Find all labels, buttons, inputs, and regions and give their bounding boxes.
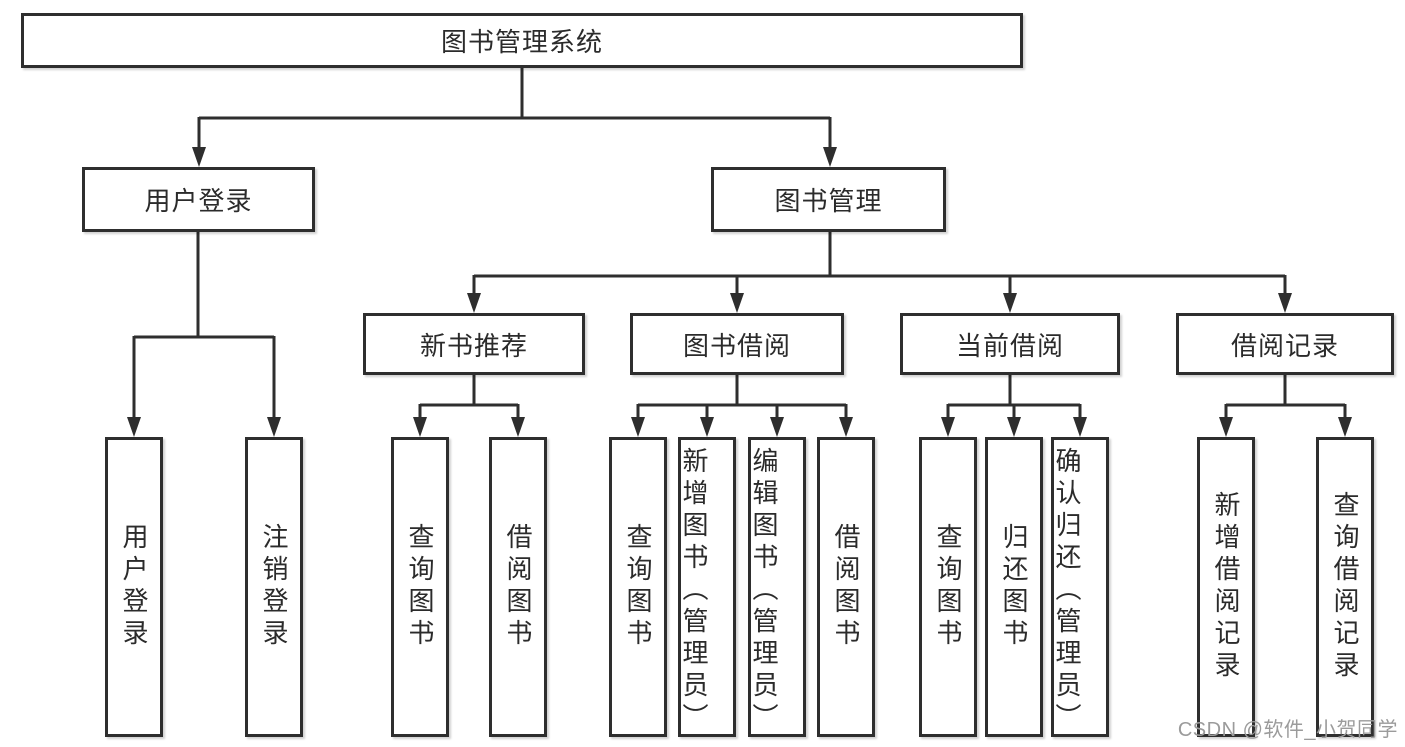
node-leaf-borrow-books-recommend: 借阅图书 <box>489 437 547 737</box>
arrow-icon <box>770 417 784 437</box>
arrow-icon <box>941 417 955 437</box>
arrow-icon <box>413 417 427 437</box>
node-leaf-add-borrow-record: 新增借阅记录 <box>1197 437 1255 737</box>
node-category-borrowing-records: 借阅记录 <box>1176 313 1394 375</box>
node-root-system: 图书管理系统 <box>21 13 1023 68</box>
arrow-icon <box>1338 417 1352 437</box>
arrow-icon <box>823 147 837 167</box>
arrow-icon <box>467 293 481 313</box>
arrow-icon <box>511 417 525 437</box>
node-leaf-return-book: 归还图书 <box>985 437 1043 737</box>
node-label: 新书推荐 <box>419 330 528 361</box>
arrow-icon <box>730 293 744 313</box>
arrow-icon <box>1003 293 1017 313</box>
node-leaf-add-book-admin: 新增图书（管理员） <box>678 437 736 737</box>
arrow-icon <box>700 417 714 437</box>
node-label: 图书管理 <box>774 186 883 216</box>
node-leaf-confirm-return-admin: 确认归还（管理员） <box>1051 437 1109 737</box>
node-label: 借阅记录 <box>1230 330 1339 361</box>
node-book-management: 图书管理 <box>711 167 946 232</box>
arrow-icon <box>839 417 853 437</box>
connector-paths <box>132 68 1347 418</box>
node-leaf-query-books-current: 查询图书 <box>919 437 977 737</box>
node-label: 查询图书 <box>933 523 963 651</box>
node-label: 新增借阅记录 <box>1211 491 1241 683</box>
node-leaf-borrow-books-borrowing: 借阅图书 <box>817 437 875 737</box>
node-label: 确认归还（管理员） <box>1052 447 1082 735</box>
node-leaf-query-books-recommend: 查询图书 <box>391 437 449 737</box>
node-leaf-user-login: 用户登录 <box>105 437 163 737</box>
node-label: 归还图书 <box>999 523 1029 651</box>
watermark: CSDN @软件_小贺同学 <box>1177 719 1398 741</box>
arrow-icon <box>631 417 645 437</box>
node-leaf-logout: 注销登录 <box>245 437 303 737</box>
arrow-icon <box>1007 417 1021 437</box>
arrow-icon <box>192 147 206 167</box>
node-label: 查询图书 <box>623 523 653 651</box>
node-label: 借阅图书 <box>831 523 861 651</box>
arrow-icon <box>1219 417 1233 437</box>
node-label: 用户登录 <box>119 523 149 651</box>
node-leaf-edit-book-admin: 编辑图书（管理员） <box>748 437 806 737</box>
node-label: 查询借阅记录 <box>1330 491 1360 683</box>
node-label: 注销登录 <box>259 523 289 651</box>
node-label: 用户登录 <box>144 186 253 216</box>
arrow-icon <box>267 417 281 437</box>
node-label: 当前借阅 <box>955 330 1064 361</box>
node-label: 查询图书 <box>405 523 435 651</box>
node-label: 图书管理系统 <box>440 27 603 57</box>
node-user-login: 用户登录 <box>82 167 315 232</box>
node-category-current-borrowing: 当前借阅 <box>900 313 1120 375</box>
node-label: 新增图书（管理员） <box>679 447 709 735</box>
arrow-icon <box>127 417 141 437</box>
node-category-new-book-recommendation: 新书推荐 <box>363 313 585 375</box>
connector-arrowheads <box>127 147 1352 437</box>
arrow-icon <box>1073 417 1087 437</box>
node-leaf-query-books-borrowing: 查询图书 <box>609 437 667 737</box>
node-label: 编辑图书（管理员） <box>749 447 779 735</box>
node-label: 图书借阅 <box>682 330 791 361</box>
arrow-icon <box>1278 293 1292 313</box>
node-leaf-query-borrow-record: 查询借阅记录 <box>1316 437 1374 737</box>
node-label: 借阅图书 <box>503 523 533 651</box>
node-category-book-borrowing: 图书借阅 <box>630 313 844 375</box>
